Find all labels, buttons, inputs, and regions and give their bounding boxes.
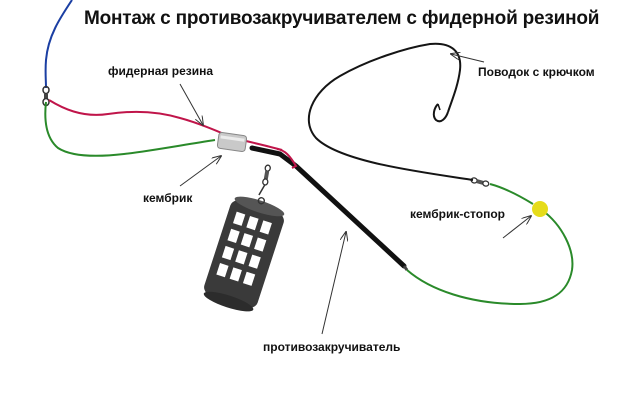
swivel-icon: [258, 164, 271, 196]
hook-leader-line: [307, 42, 474, 181]
stopper-bead-icon: [532, 201, 548, 217]
cambric: [216, 132, 248, 152]
swivel-icon: [470, 177, 490, 187]
label-cambric: кембрик: [143, 191, 193, 205]
arrow-cambric: [179, 156, 221, 187]
arrow-feeder-gum: [179, 83, 203, 125]
main-line: [44, 0, 73, 89]
leader-lower-line: [406, 209, 574, 306]
diagram-title: Монтаж с противозакручивателем с фидерно…: [84, 8, 600, 29]
fishing-hook-icon: [432, 103, 449, 123]
label-stopper-cambric: кембрик-стопор: [410, 207, 505, 221]
arrow-stopper: [502, 216, 531, 239]
feeder-cage-icon: [203, 196, 285, 312]
leader-green-line: [44, 101, 216, 157]
label-anti-tangle: противозакручиватель: [263, 340, 401, 354]
arrow-anti-tangle: [321, 232, 346, 335]
feeder-gum-loop: [276, 148, 298, 169]
anti-tangle-tube: [249, 145, 407, 269]
label-leader-with-hook: Поводок с крючком: [478, 65, 595, 79]
label-feeder-gum: фидерная резина: [108, 64, 214, 78]
feeder-gum-line: [48, 99, 283, 151]
arrow-leader: [451, 54, 485, 63]
leader-green-upper: [489, 183, 534, 205]
